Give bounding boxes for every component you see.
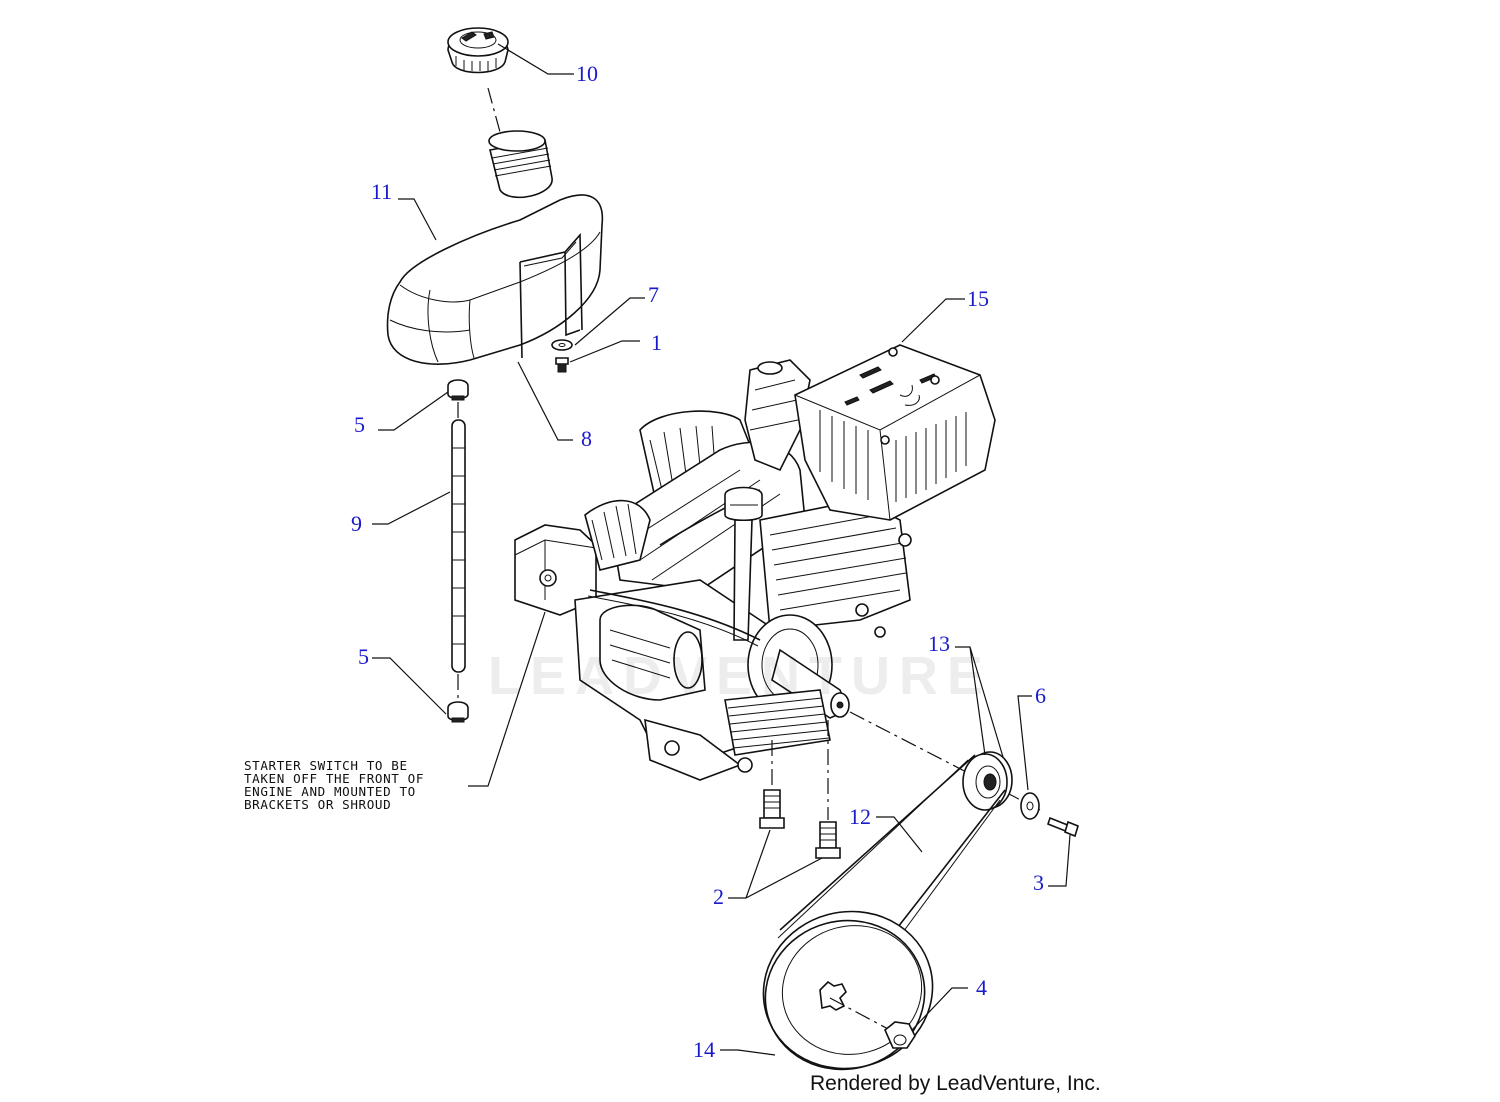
callout-9[interactable]: 9	[351, 511, 362, 536]
watermark: LEADVENTURE	[488, 646, 993, 706]
callout-2[interactable]: 2	[713, 884, 724, 909]
tank-washer[interactable]	[551, 339, 573, 351]
callout-11[interactable]: 11	[371, 179, 393, 204]
callout-6[interactable]: 6	[1035, 683, 1046, 708]
engine[interactable]	[514, 359, 912, 781]
callout-12[interactable]: 12	[849, 804, 871, 829]
note-line: ENGINE AND MOUNTED TO	[244, 784, 416, 799]
callout-3[interactable]: 3	[1033, 870, 1044, 895]
engine-pulley[interactable]	[962, 751, 1013, 811]
engine-bolt-left[interactable]	[759, 789, 785, 829]
hose-clamp-bottom[interactable]	[447, 701, 469, 723]
callout-13[interactable]: 13	[928, 631, 950, 656]
callout-1[interactable]: 1	[651, 330, 662, 355]
drive-belt[interactable]	[777, 754, 1006, 959]
fuel-tank[interactable]	[386, 130, 604, 365]
pulley-nut[interactable]	[884, 1021, 916, 1049]
callout-15[interactable]: 15	[967, 286, 989, 311]
render-credit: Rendered by LeadVenture, Inc.	[810, 1072, 1101, 1095]
callout-5-top[interactable]: 5	[354, 412, 365, 437]
fuel-cap[interactable]	[447, 27, 509, 74]
note-line: TAKEN OFF THE FRONT OF	[244, 771, 425, 786]
callout-4[interactable]: 4	[976, 975, 987, 1000]
engine-bolt-right[interactable]	[815, 821, 841, 859]
starter-switch-note: STARTER SWITCH TO BE TAKEN OFF THE FRONT…	[244, 759, 424, 811]
leader-lines	[372, 43, 1071, 1056]
callout-5-bottom[interactable]: 5	[358, 644, 369, 669]
callout-10[interactable]: 10	[576, 61, 598, 86]
callout-8[interactable]: 8	[581, 426, 592, 451]
hose-clamp-top[interactable]	[447, 379, 469, 401]
driven-pulley[interactable]	[746, 893, 951, 1088]
callout-7[interactable]: 7	[648, 282, 659, 307]
muffler[interactable]	[794, 344, 996, 521]
pulley-bolt[interactable]	[1047, 816, 1079, 838]
callout-14[interactable]: 14	[693, 1037, 715, 1062]
tank-bolt[interactable]	[555, 357, 569, 373]
fuel-line[interactable]	[451, 419, 466, 673]
note-line: STARTER SWITCH TO BE	[244, 758, 408, 773]
pulley-washer[interactable]	[1020, 792, 1040, 820]
note-line: BRACKETS OR SHROUD	[244, 797, 392, 812]
